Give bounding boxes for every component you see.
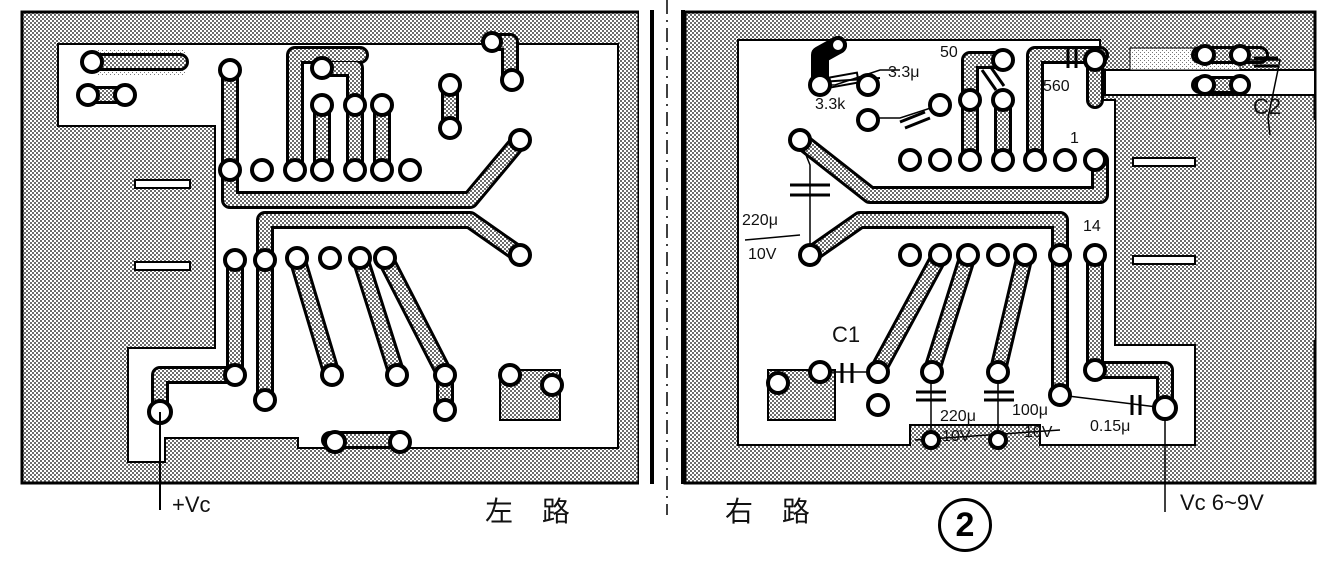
left-vc-label: +Vc	[172, 492, 211, 517]
center-divider	[639, 0, 685, 515]
cap-220u-top-label: 220μ	[742, 212, 778, 229]
left-pads	[76, 31, 564, 454]
cap-10v-bot1-label: 10V	[942, 428, 971, 445]
cap-10v-top-label: 10V	[748, 246, 777, 263]
cap-560-label: 560	[1043, 78, 1070, 95]
cap-c1-label: C1	[832, 322, 861, 347]
supply-voltage-label: Vc 6~9V	[1180, 490, 1264, 515]
pin-14-label: 14	[1083, 218, 1101, 235]
figure-number: 2	[938, 498, 992, 552]
cap-10v-bot2-label: 10V	[1024, 424, 1053, 441]
pin-1-label: 1	[1070, 130, 1079, 147]
left-channel-label: 左 路	[485, 495, 580, 528]
cap-220u-bot-label: 220μ	[940, 408, 976, 425]
resistor-3.3u-label: 3.3μ	[888, 64, 920, 81]
right-board	[683, 10, 1317, 512]
right-pads	[766, 36, 1251, 450]
cap-100u-label: 100μ	[1012, 402, 1048, 419]
left-board	[20, 10, 641, 510]
cap-c2-label: C2	[1253, 94, 1282, 119]
cap-0.15u-label: 0.15μ	[1090, 418, 1131, 435]
cap-50-label: 50	[940, 44, 958, 61]
right-channel-label: 右 路	[725, 495, 820, 528]
resistor-3.3k-label: 3.3k	[815, 96, 846, 113]
right-components	[744, 48, 1281, 512]
